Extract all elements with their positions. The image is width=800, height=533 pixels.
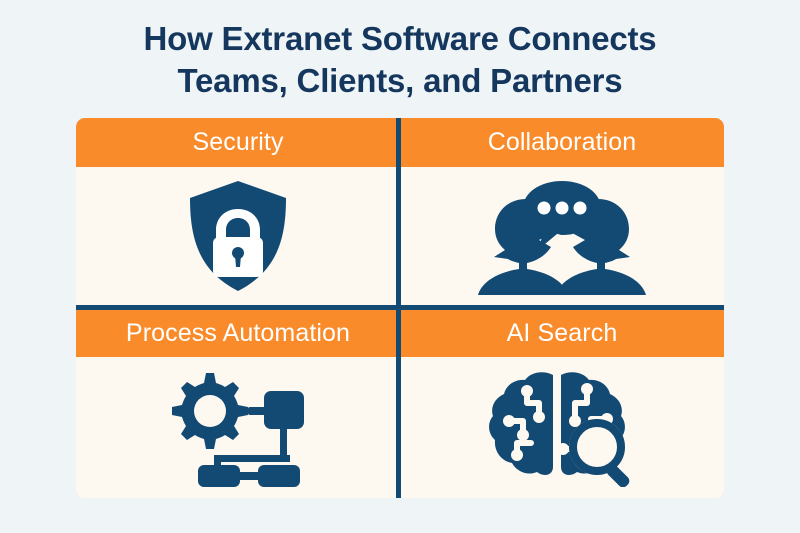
- page-title-line-2: Teams, Clients, and Partners: [177, 62, 623, 99]
- quadrant-body-security: [76, 167, 400, 305]
- page-title: How Extranet Software Connects Teams, Cl…: [0, 18, 800, 102]
- gear-workflow-icon: [168, 369, 308, 487]
- shield-lock-icon: [185, 179, 291, 293]
- quadrant-body-ai-search: [400, 357, 724, 498]
- quadrant-body-process-automation: [76, 357, 400, 498]
- quadrant-header-process-automation: Process Automation: [76, 305, 400, 357]
- quadrant-vertical-divider: [396, 118, 401, 498]
- two-people-speech-bubble-icon: [464, 177, 660, 295]
- quadrant-header-collaboration: Collaboration: [400, 118, 724, 167]
- brain-magnifier-icon: [487, 369, 637, 487]
- quadrant-header-ai-search: AI Search: [400, 305, 724, 357]
- page-title-line-1: How Extranet Software Connects: [143, 20, 657, 57]
- quadrant-header-security: Security: [76, 118, 400, 167]
- quadrant-body-collaboration: [400, 167, 724, 305]
